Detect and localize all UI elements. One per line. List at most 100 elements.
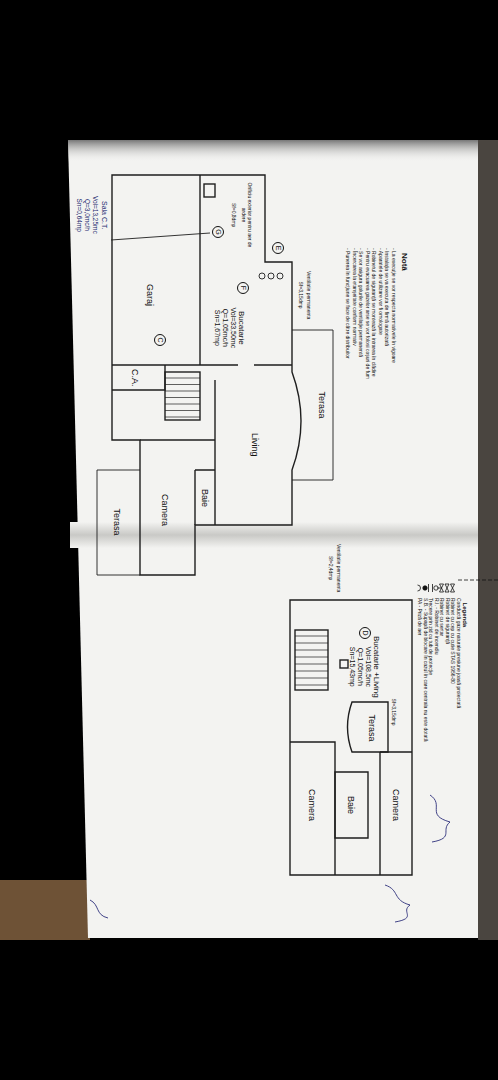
- legend-entry: Trecere prin zid cu tub de protecţie: [428, 598, 434, 675]
- room-name: Camera: [307, 789, 317, 821]
- vent-label: Sf=2,4dmp: [327, 556, 333, 580]
- room-name: Terasa: [367, 715, 377, 742]
- note-line: - Punerea în funcţiune se face de către …: [345, 248, 351, 359]
- room-text: Baie: [200, 489, 210, 507]
- room-text: Living: [250, 433, 260, 457]
- room-text: Baie: [346, 796, 356, 814]
- note-line: - Robinetul de siguranţă se montează la …: [371, 248, 377, 376]
- room-name: Camera: [391, 789, 401, 821]
- legend-entry: Robinet de siguranţă: [444, 598, 450, 644]
- room-area: Camera: [140, 440, 195, 575]
- stair-step: [295, 685, 328, 686]
- wood-table: [0, 880, 90, 940]
- legend-entry: Robinet cu sertar: [439, 598, 445, 636]
- legend-entry: Robinet cu cep cu cutie STAS 1956-80: [450, 598, 456, 684]
- terrace-railings: [97, 233, 333, 575]
- valve-symbol: [445, 584, 449, 592]
- stair-step: [165, 417, 200, 418]
- room-data: Q=1,05mc/h: [221, 308, 229, 349]
- vent-label: Ventilatie permanenta: [305, 271, 311, 319]
- room-name: D: [361, 630, 369, 635]
- paper-sheet: [68, 140, 478, 938]
- callout-circle: G: [212, 226, 224, 238]
- ground-floor-walls: [112, 175, 301, 575]
- room-area: Bucatarie +LivingVol=108,5mcQ=1,05mc/hSn…: [290, 600, 412, 700]
- room-name: Baie: [346, 796, 356, 814]
- legend-entry: S.B. - Supapă de blocare în cazul în car…: [422, 598, 428, 741]
- wall: [199, 262, 200, 365]
- room-text: Garaj: [145, 284, 155, 306]
- room-data: Q=1,05mc/h: [356, 636, 364, 698]
- note-title: Notă: [400, 253, 409, 271]
- room-name: Living: [250, 433, 260, 457]
- room-area: C.A.: [112, 365, 165, 390]
- room-name: Bucatarie +Living: [372, 636, 381, 698]
- room-name: G: [214, 229, 222, 234]
- chimney: [340, 660, 348, 668]
- room-text: BucatarieVol=33,50mcQ=1,05mc/hSn=1,67mp: [213, 308, 246, 349]
- signature: [385, 885, 410, 922]
- stove-burner: [277, 273, 283, 279]
- room-area: Camera: [380, 752, 412, 875]
- wall: [140, 439, 215, 440]
- room-data: Vol=108,5mc: [364, 636, 372, 698]
- note-line: - Aparatele de utilizare vor fi omologat…: [377, 248, 383, 335]
- outer-wall: [290, 600, 412, 875]
- room-text: Camera: [160, 494, 170, 526]
- callout-circle: F: [237, 282, 249, 294]
- room-area: Camera: [290, 742, 335, 875]
- terrace-railing: [292, 330, 333, 480]
- wall: [335, 772, 368, 838]
- stone-table: [478, 140, 498, 940]
- stair-step: [165, 384, 200, 385]
- room-name: C: [156, 337, 164, 342]
- legend-entry: Conductă gaze naturale presiune joasă pr…: [455, 598, 461, 708]
- room-name: Baie: [200, 489, 210, 507]
- note-line: - Instalaţia se va executa de firmă auto…: [384, 248, 390, 346]
- terrace-bay: [348, 702, 389, 752]
- upper-floor-walls: [290, 600, 412, 875]
- wall: [112, 365, 165, 390]
- vent-label: Sf=0,8dmp: [230, 203, 236, 227]
- legend-entry: PA - Priză de aer: [417, 598, 423, 635]
- leader-line: [111, 233, 210, 240]
- room-name: Bucatarie: [237, 308, 246, 349]
- air-intake-symbol: [418, 585, 421, 591]
- terrace-railing: [97, 470, 140, 575]
- room-text: Bucatarie +LivingVol=108,5mcQ=1,05mc/hSn…: [348, 636, 381, 698]
- blocking-valve-symbol: [423, 586, 427, 590]
- note-line: - Pentru evacuarea gazelor arse se vor f…: [364, 248, 370, 379]
- hand-label: Vol=13,25mc: [92, 196, 99, 234]
- room-area: Baie: [195, 470, 215, 525]
- room-name: Terasa: [317, 392, 327, 419]
- legend-title: Legenda: [462, 603, 469, 628]
- wall: [200, 364, 292, 365]
- wall: [290, 742, 335, 875]
- room-name: C.A.: [130, 369, 140, 387]
- valve-symbol: [451, 584, 455, 592]
- callout-circle: C: [154, 334, 166, 346]
- hand-label: Q=3,0mc/h: [84, 199, 91, 231]
- room-area: Baie: [335, 772, 368, 838]
- room-area: Living: [215, 372, 292, 525]
- room-area: BucatarieVol=33,50mcQ=1,05mc/hSn=1,67mp F: [200, 262, 292, 365]
- legend-entry: R.I. - Robinet de incendiu: [433, 598, 439, 654]
- stair-step: [295, 657, 328, 658]
- hand-label: Sala C.T.: [100, 201, 108, 229]
- legend-symbols: [418, 580, 498, 592]
- room-text: Terasa: [367, 715, 377, 742]
- vent-label: Sf=3,15dmp: [297, 282, 303, 309]
- paper-shadow: [68, 140, 478, 162]
- stair-step: [295, 636, 328, 637]
- sleeve-symbol: [429, 584, 433, 592]
- callout-circle: E: [272, 242, 284, 254]
- wall: [112, 364, 200, 365]
- stair-step: [295, 664, 328, 665]
- wall: [199, 175, 200, 262]
- room-data: Vol=33,50mc: [229, 308, 237, 349]
- callout-circle: D: [359, 627, 371, 639]
- hand-label: Sn=0,64mp: [76, 199, 83, 232]
- regulator-symbol: [434, 586, 438, 590]
- stair-step: [165, 404, 200, 405]
